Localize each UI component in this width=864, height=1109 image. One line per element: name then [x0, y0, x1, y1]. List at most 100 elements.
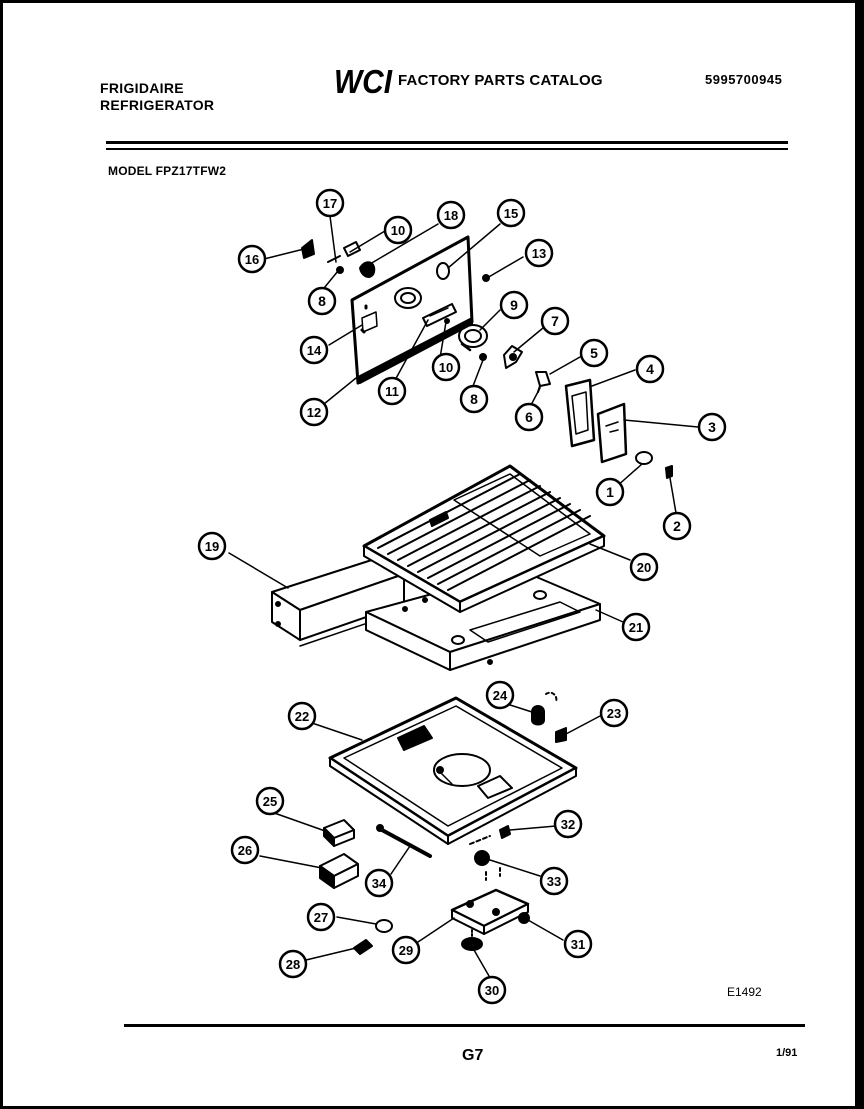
callout-label: 29 — [399, 943, 413, 958]
callout-circle — [391, 935, 421, 965]
callout-32: 32 — [553, 809, 583, 839]
callout-circle — [579, 338, 609, 368]
footer-rule — [124, 1024, 805, 1027]
callout-circle — [599, 698, 629, 728]
callout-label: 6 — [525, 409, 533, 425]
callout-circle — [524, 238, 554, 268]
callout-circle — [595, 477, 625, 507]
header-rule-bottom — [106, 148, 788, 150]
callout-circle — [436, 200, 466, 230]
callout-circle — [540, 306, 570, 336]
callout-label: 20 — [637, 560, 651, 575]
callout-circle — [299, 335, 329, 365]
callout-label: 4 — [646, 361, 654, 377]
callout-label: 8 — [470, 391, 478, 407]
callout-15: 15 — [496, 198, 526, 228]
callout-circle — [287, 701, 317, 731]
damper-and-knob-parts — [458, 274, 673, 479]
revision-date: 1/91 — [776, 1047, 798, 1059]
callout-circle — [499, 290, 529, 320]
callout-14: 14 — [299, 335, 329, 365]
callout-19: 19 — [197, 531, 227, 561]
callout-label: 17 — [323, 196, 337, 211]
callout-circle — [477, 975, 507, 1005]
callout-30: 30 — [477, 975, 507, 1005]
callout-circle — [539, 866, 569, 896]
callout-10: 10 — [431, 352, 461, 382]
callout-11: 11 — [377, 376, 407, 406]
callout-label: 30 — [485, 983, 499, 998]
shelf-assembly — [271, 464, 606, 671]
leader-lines — [228, 215, 699, 977]
callout-label: 14 — [307, 343, 322, 358]
callout-circle — [553, 809, 583, 839]
callout-8: 8 — [307, 286, 337, 316]
wci-logo-text: WCI — [334, 63, 393, 97]
wci-logo: WCI — [334, 63, 393, 97]
callout-12: 12 — [299, 397, 329, 427]
callout-1: 1 — [595, 477, 625, 507]
callout-17: 17 — [315, 188, 345, 218]
callout-34: 34 — [364, 868, 394, 898]
callout-9: 9 — [499, 290, 529, 320]
callout-label: 21 — [629, 620, 643, 635]
callout-6: 6 — [514, 402, 544, 432]
product-name: REFRIGERATOR — [100, 97, 215, 113]
callout-7: 7 — [540, 306, 570, 336]
callout-circle — [197, 531, 227, 561]
callout-10: 10 — [383, 215, 413, 245]
brand-name: FRIGIDAIRE — [100, 80, 184, 96]
callout-label: 13 — [532, 246, 546, 261]
callout-label: 1 — [606, 484, 614, 500]
callout-label: 22 — [295, 709, 309, 724]
callout-16: 16 — [237, 244, 267, 274]
callout-circle — [431, 352, 461, 382]
callout-circle — [377, 376, 407, 406]
page-number: G7 — [462, 1047, 484, 1064]
callout-label: 33 — [547, 874, 561, 889]
callout-29: 29 — [391, 935, 421, 965]
model-number: MODEL FPZ17TFW2 — [108, 164, 227, 178]
callout-label: 10 — [439, 360, 453, 375]
callout-label: 28 — [286, 957, 300, 972]
control-knob-parts — [319, 691, 567, 955]
callout-circle — [307, 286, 337, 316]
callout-label: 18 — [444, 208, 458, 223]
callout-label: 16 — [245, 252, 259, 267]
callout-label: 10 — [391, 223, 405, 238]
callout-label: 8 — [318, 293, 326, 309]
callout-8: 8 — [459, 384, 489, 414]
callout-label: 15 — [504, 206, 518, 221]
callout-24: 24 — [485, 680, 515, 710]
callout-4: 4 — [635, 354, 665, 384]
callout-circle — [459, 384, 489, 414]
callout-label: 3 — [708, 419, 716, 435]
callout-13: 13 — [524, 238, 554, 268]
callout-22: 22 — [287, 701, 317, 731]
callout-label: 23 — [607, 706, 621, 721]
callout-label: 25 — [263, 794, 277, 809]
callout-circle — [299, 397, 329, 427]
callout-circle — [485, 680, 515, 710]
callout-circle — [383, 215, 413, 245]
callout-3: 3 — [697, 412, 727, 442]
callout-label: 19 — [205, 539, 219, 554]
callout-20: 20 — [629, 552, 659, 582]
callout-label: 26 — [238, 843, 252, 858]
callout-circle — [496, 198, 526, 228]
brand-block: FRIGIDAIRE REFRIGERATOR — [100, 80, 214, 114]
callout-circle — [635, 354, 665, 384]
catalog-title: FACTORY PARTS CATALOG — [398, 72, 603, 89]
callout-label: 32 — [561, 817, 575, 832]
callout-23: 23 — [599, 698, 629, 728]
callout-27: 27 — [306, 902, 336, 932]
callout-label: 2 — [673, 518, 681, 534]
figure-code: E1492 — [727, 985, 762, 999]
callout-label: 27 — [314, 910, 328, 925]
callout-label: 31 — [571, 937, 585, 952]
catalog-number: 5995700945 — [705, 72, 783, 87]
callout-31: 31 — [563, 929, 593, 959]
callout-circle — [697, 412, 727, 442]
